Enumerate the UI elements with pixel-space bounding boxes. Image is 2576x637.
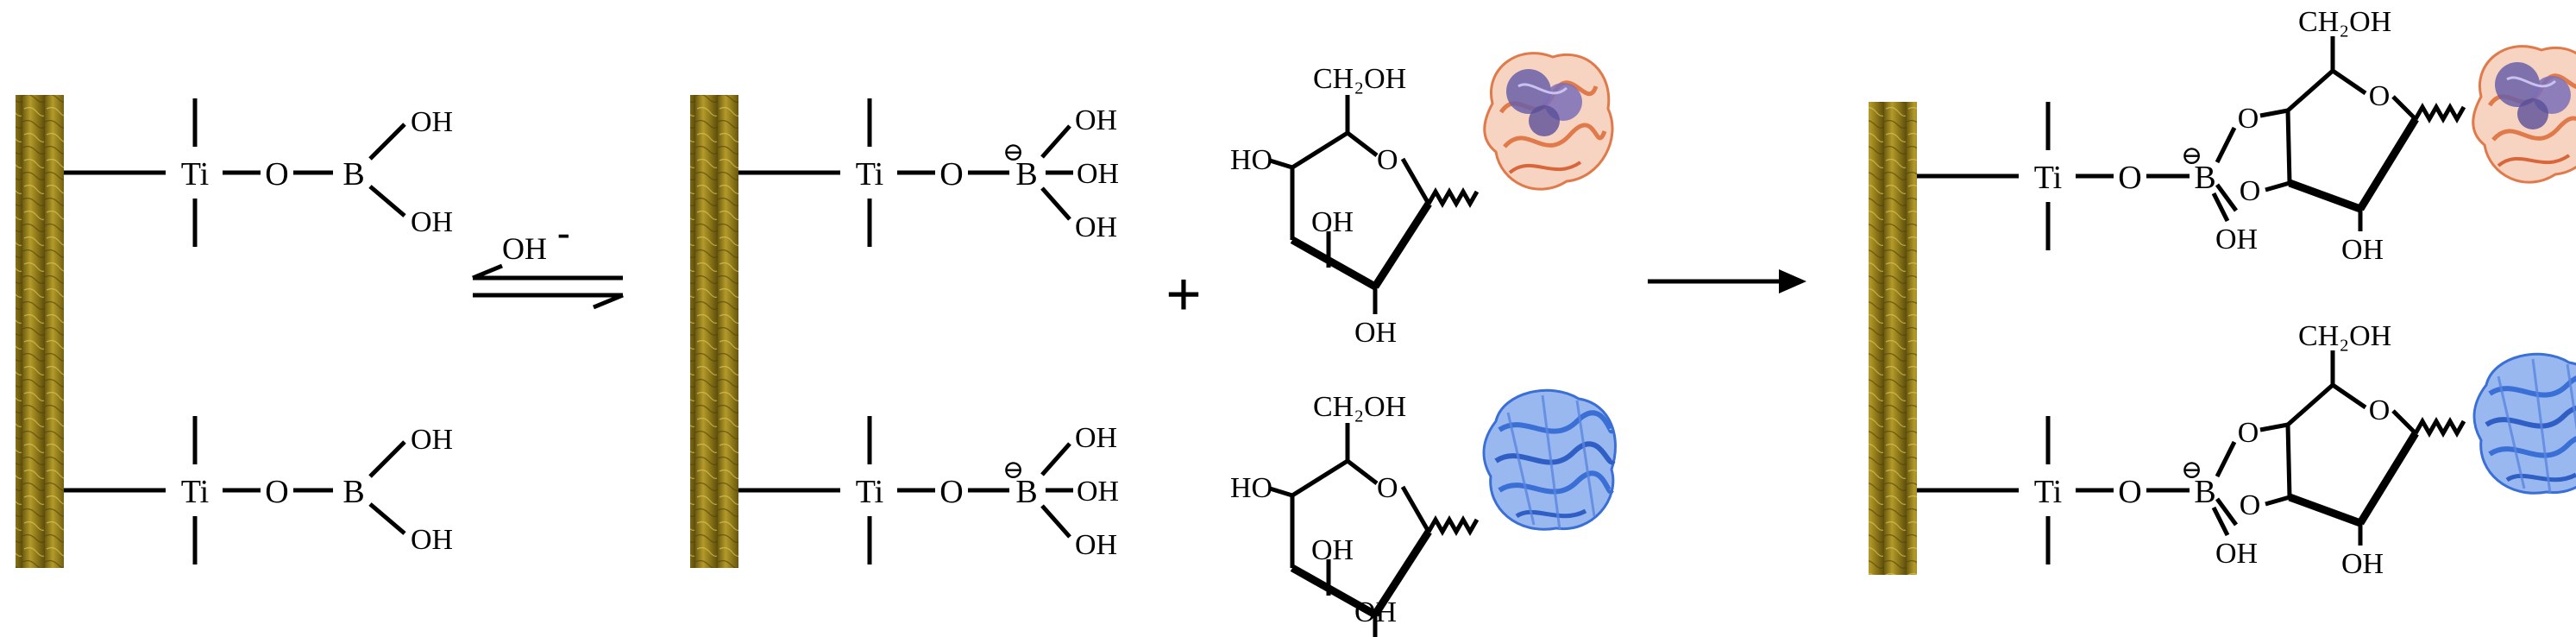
glycoprotein-top: CH₂OH O HO OH OH [1230,54,1612,349]
oh-label: OH [1075,104,1117,136]
b-label: B [2194,160,2215,196]
product-bottom-unit: Ti O B ⊖ O O O CH₂OH OH OH [1917,320,2576,580]
protein-orange [1485,54,1612,190]
ho-label: HO [1230,144,1272,176]
stage1-top-unit: Ti O B OH OH [64,98,453,247]
ti-label: Ti [856,474,883,510]
stage1-surface: Ti O B OH OH Ti O B OH OH [16,95,453,568]
o-label: O [265,156,288,192]
ring-o-label: O [2369,80,2391,112]
substrate-2 [690,95,738,568]
ester-o-label: O [2240,175,2261,207]
ti-label: Ti [856,156,883,192]
oh-label: OH [2341,548,2384,580]
oh-label: OH [1311,534,1354,566]
oh-label: OH [1354,596,1397,628]
glycoprotein-bottom: CH₂OH O HO OH OH [1230,390,1615,637]
oh-label: OH [1077,158,1119,190]
equilibrium-arrows: OH - [472,211,624,310]
product-surface: Ti O B ⊖ O O O CH₂OH OH OH Ti O B ⊖ O O … [1869,6,2576,580]
ring-o-label: O [1377,472,1398,504]
reaction-arrow [1648,269,1806,293]
o-label: O [2118,160,2141,196]
hydroxide-label: OH [502,231,547,266]
product-top-unit: Ti O B ⊖ O O O CH₂OH OH OH [1917,6,2576,266]
oh-label: OH [1075,529,1117,561]
protein-orange [2473,47,2576,183]
o-label: O [265,474,288,510]
stage1-bottom-unit: Ti O B OH OH [64,416,453,564]
ch2oh-label: CH₂OH [1313,63,1406,95]
b-label: B [1015,156,1037,192]
oh-label: OH [1354,317,1397,349]
o-label: O [939,474,963,510]
ester-o-label: O [2238,103,2259,135]
plus-sign: + [1165,260,1202,331]
stage2-bottom-unit: Ti O B ⊖ OH OH OH [738,416,1119,564]
ch2oh-label: CH₂OH [2298,320,2391,352]
ti-label: Ti [2034,474,2062,510]
glycoproteins: CH₂OH O HO OH OH CH₂OH O HO OH OH [1230,54,1615,637]
ring-o-label: O [1377,144,1398,176]
oh-label: OH [2215,224,2258,255]
ester-o-label: O [2240,489,2261,521]
oh-label: OH [411,206,453,238]
ester-o-label: O [2238,417,2259,449]
ho-label: HO [1230,472,1272,504]
substrate-3 [1869,102,1917,575]
negative-charge: ⊖ [2181,456,2202,484]
hydroxide-charge: - [557,211,570,254]
oh-label: OH [411,524,453,556]
oh-label: OH [1075,211,1117,243]
oh-label: OH [411,424,453,456]
negative-charge: ⊖ [1002,456,1024,484]
ring-o-label: O [2369,394,2391,426]
stage2-surface: Ti O B ⊖ OH OH OH Ti O B ⊖ OH OH OH [690,95,1119,568]
ti-label: Ti [181,156,209,192]
oh-label: OH [1311,206,1354,238]
ch2oh-label: CH₂OH [1313,391,1406,423]
b-label: B [342,474,364,510]
ti-label: Ti [2034,160,2062,196]
oh-label: OH [1077,476,1119,508]
oh-label: OH [2341,234,2384,266]
b-label: B [1015,474,1037,510]
substrate-1 [16,95,64,568]
o-label: O [2118,474,2141,510]
oh-label: OH [1075,422,1117,454]
ch2oh-label: CH₂OH [2298,6,2391,38]
negative-charge: ⊖ [2181,142,2202,170]
negative-charge: ⊖ [1002,138,1024,167]
oh-label: OH [2215,538,2258,570]
stage2-top-unit: Ti O B ⊖ OH OH OH [738,98,1119,247]
b-label: B [2194,474,2215,510]
protein-blue [1484,390,1615,530]
ti-label: Ti [181,474,209,510]
protein-blue [2474,354,2576,494]
oh-label: OH [411,106,453,138]
b-label: B [342,156,364,192]
o-label: O [939,156,963,192]
